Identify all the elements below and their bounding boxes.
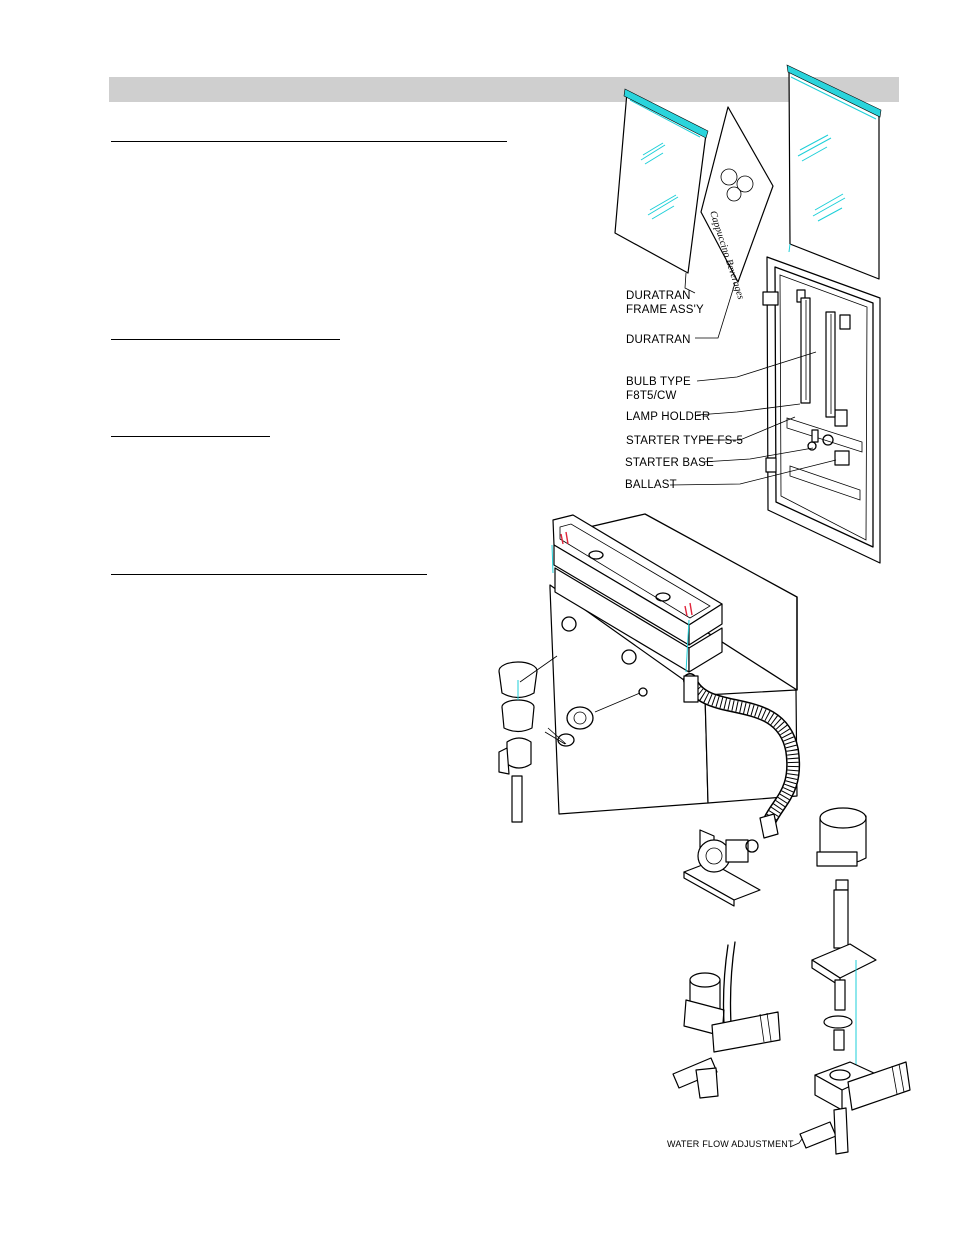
ballast-label: BALLAST [625,479,677,491]
heading-rule-1 [111,141,507,142]
bulb-type-label: BULB TYPE F8T5/CW [626,376,691,402]
section-header-bar [109,77,899,102]
duratran-frame-label: DURATRAN FRAME ASS'Y [626,290,704,316]
solenoid-valve-left [672,941,781,1099]
water-flow-adjustment-label: WATER FLOW ADJUSTMENT [667,1139,794,1149]
solenoid-valve-exploded-right [799,807,911,1155]
duratran-frame-right-panel [786,64,882,280]
drain-hose [683,673,801,839]
heading-rule-2 [111,339,340,340]
starter-base-label: STARTER BASE [625,457,714,469]
duratran-label: DURATRAN [626,334,691,346]
heading-rule-3 [111,436,270,437]
heading-rule-4 [111,574,427,575]
duratran-frame-left-panel [614,88,709,294]
cup-holder-parts [498,655,558,823]
lamp-holder-label: LAMP HOLDER [626,411,711,423]
light-box-housing [762,256,881,564]
starter-type-label: STARTER TYPE FS-5 [626,435,744,447]
pump-assembly [683,829,761,907]
duratran-sign-card: Cappuccino Beverages [695,106,774,339]
drip-tray-cabinet [544,513,798,815]
